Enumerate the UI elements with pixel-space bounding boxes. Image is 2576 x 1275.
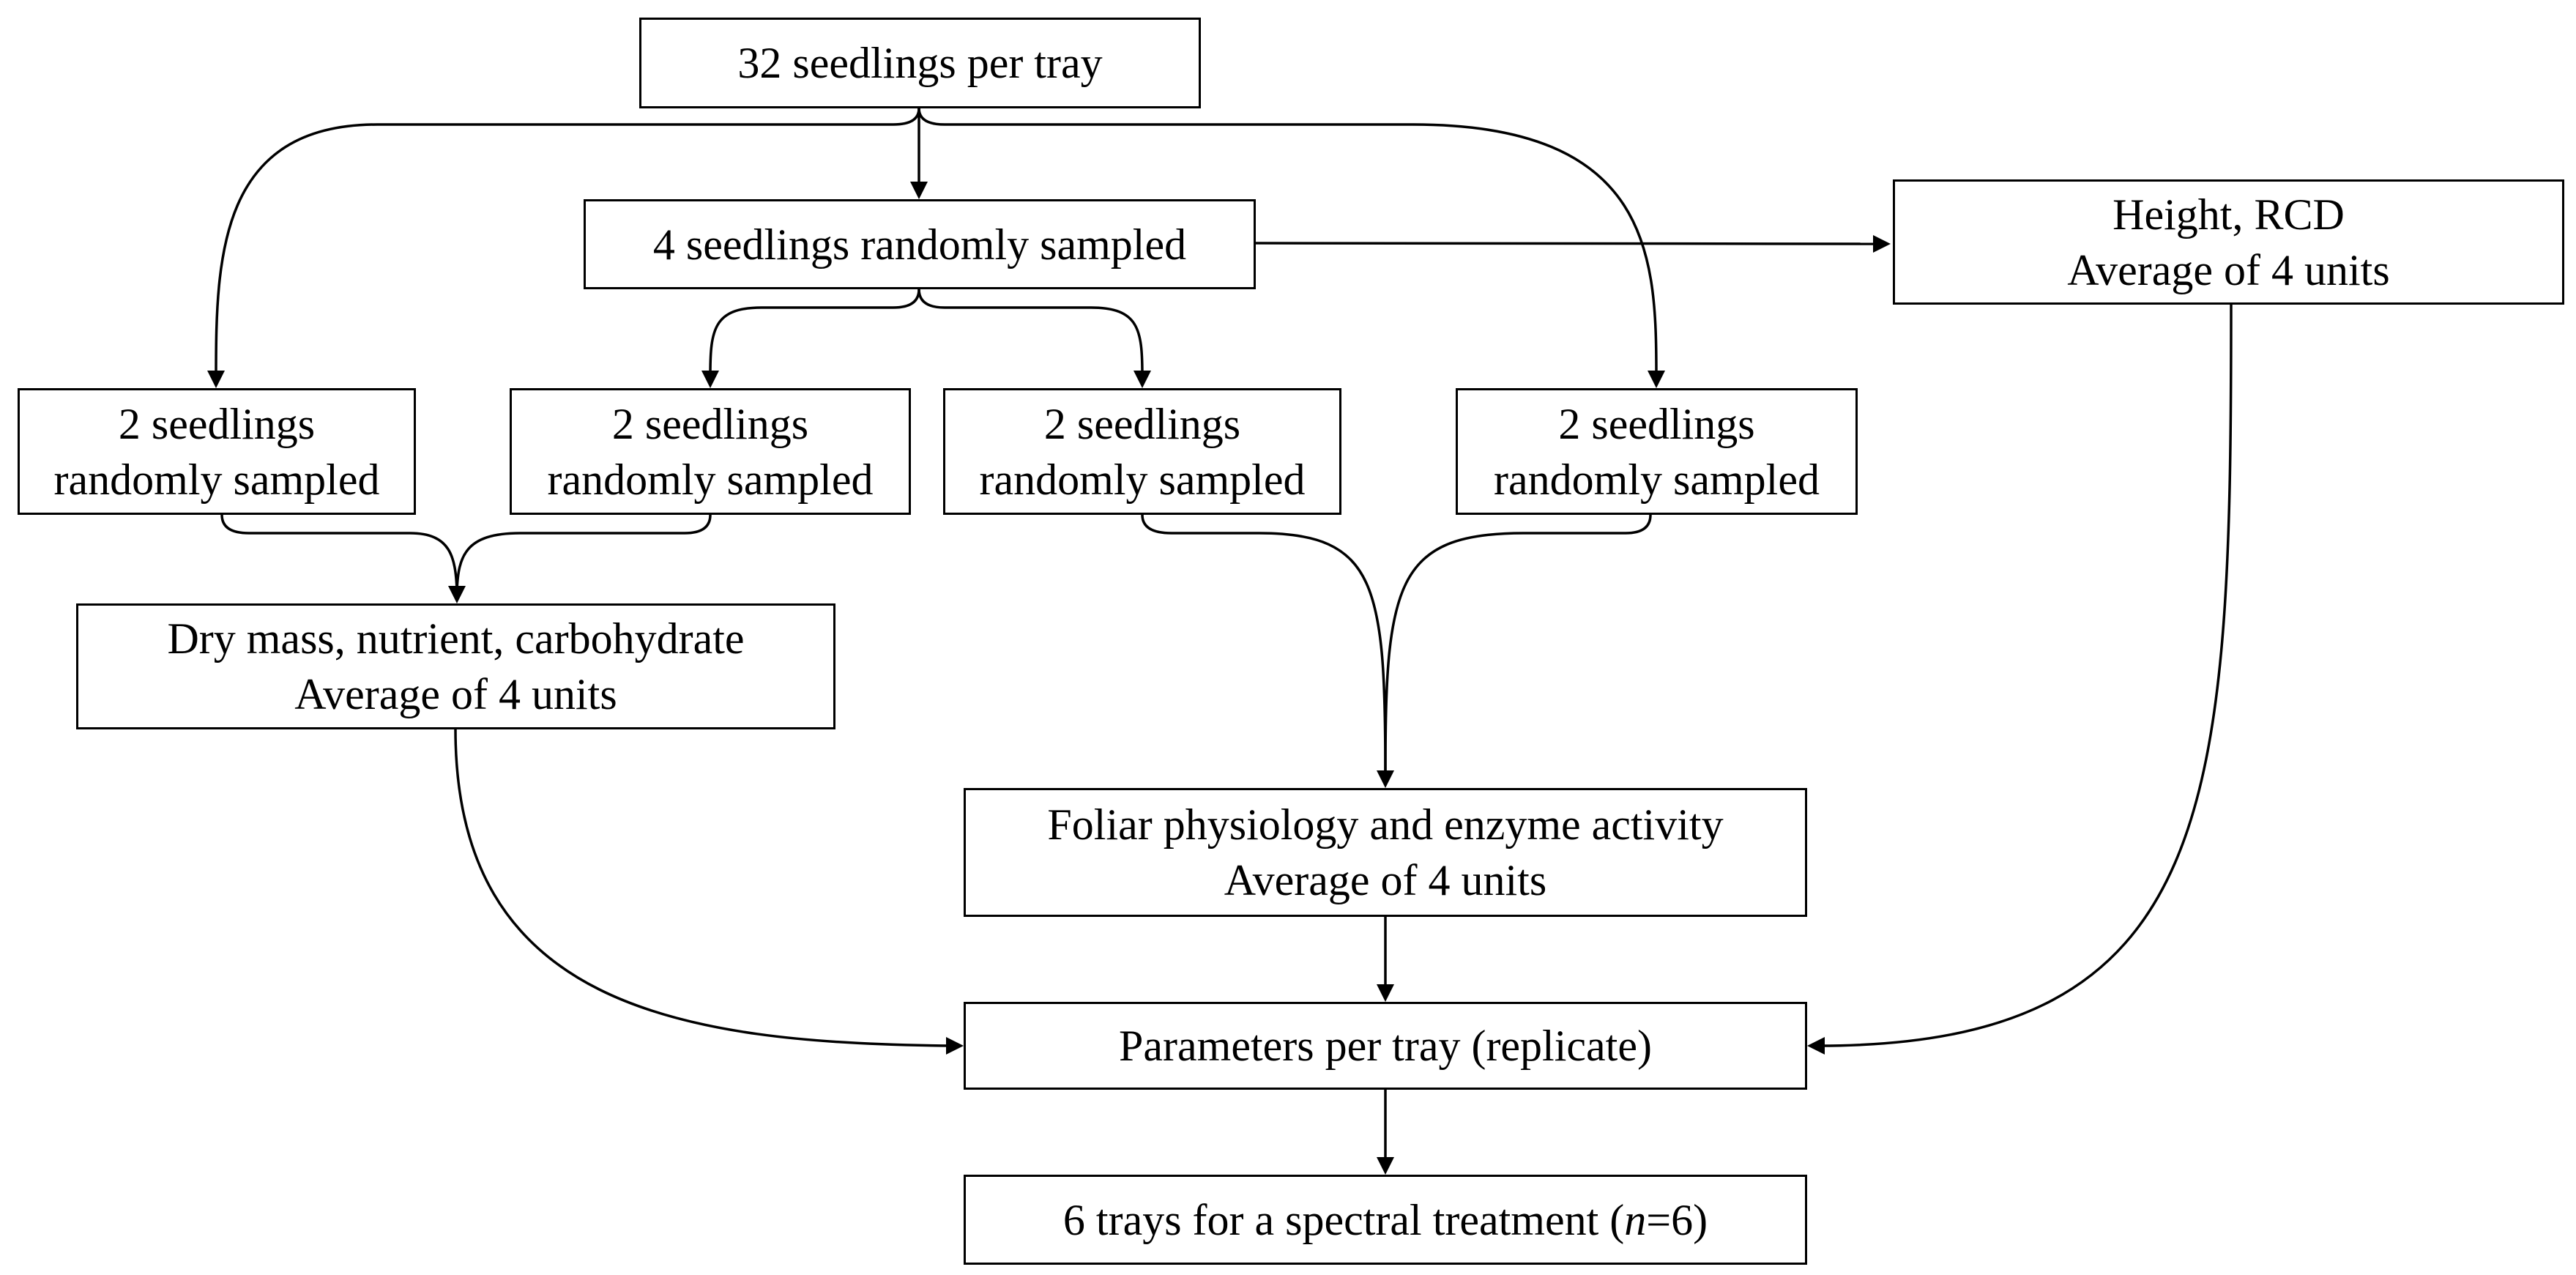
node-final-prefix: 6 trays for a spectral treatment ( [1062,1195,1625,1244]
node-sampleD-line2: randomly sampled [1494,455,1820,504]
node-sampleA-line1: 2 seedlings [118,399,316,448]
node-foliar-line2: Average of 4 units [1224,856,1547,904]
arrowhead [1873,235,1891,253]
arrowhead [701,371,719,388]
edge-sample4-to-sampleC [917,289,1144,376]
arrowhead [1377,984,1394,1002]
edge-drymass-to-params [454,729,953,1047]
node-params-line1: Parameters per tray (replicate) [1119,1022,1652,1070]
arrowhead [946,1037,964,1055]
edge-height-to-params [1818,304,2233,1047]
node-sampleC: 2 seedlings randomly sampled [943,388,1341,515]
node-foliar-line1: Foliar physiology and enzyme activity [1047,800,1724,849]
node-final-line1: 6 trays for a spectral treatment (n=6) [1063,1192,1708,1248]
node-height-line1: Height, RCD [2112,190,2345,239]
node-tray-line1: 32 seedlings per tray [737,39,1103,87]
edge-sampleD-to-foliar [1384,514,1652,776]
arrowhead [448,586,466,603]
node-drymass-line1: Dry mass, nutrient, carbohydrate [167,614,745,663]
node-sampleB-line1: 2 seedlings [611,399,809,448]
node-sampleC-line2: randomly sampled [979,455,1306,504]
node-sampleB-line2: randomly sampled [547,455,874,504]
edge-sampleC-to-foliar [1141,514,1387,776]
arrowhead [1377,1157,1394,1175]
node-final-suffix: =6) [1646,1195,1708,1244]
arrowhead [207,371,225,388]
edge-sampleB-to-drymass [455,514,712,591]
node-sampleA-line2: randomly sampled [53,455,380,504]
edge-tray-to-sampleA [215,108,920,376]
arrowhead [910,182,928,199]
node-drymass-line2: Average of 4 units [294,670,617,718]
node-sampleD: 2 seedlings randomly sampled [1456,388,1858,515]
node-sampleD-line1: 2 seedlings [1558,399,1755,448]
node-height-line2: Average of 4 units [2067,245,2390,294]
node-params: Parameters per tray (replicate) [964,1002,1807,1090]
node-sample4-line1: 4 seedlings randomly sampled [652,220,1187,269]
arrowhead [1377,770,1394,788]
node-height: Height, RCD Average of 4 units [1893,179,2564,305]
node-drymass: Dry mass, nutrient, carbohydrate Average… [76,603,835,729]
arrowhead [1648,371,1665,388]
node-sampleB: 2 seedlings randomly sampled [510,388,911,515]
node-sampleC-line1: 2 seedlings [1043,399,1241,448]
node-foliar: Foliar physiology and enzyme activity Av… [964,788,1807,917]
edge-sampleA-to-drymass [220,514,458,591]
edge-tray-to-sampleD [917,108,1658,376]
node-tray: 32 seedlings per tray [639,18,1201,108]
arrowhead [1807,1037,1825,1055]
node-final: 6 trays for a spectral treatment (n=6) [964,1175,1807,1265]
edge-sample4-to-sampleB [709,289,920,376]
node-sample4: 4 seedlings randomly sampled [584,199,1256,289]
edge-sample4-to-height [1255,242,1883,245]
node-sampleA: 2 seedlings randomly sampled [18,388,416,515]
node-final-italic: n [1624,1195,1647,1244]
arrowhead [1133,371,1151,388]
